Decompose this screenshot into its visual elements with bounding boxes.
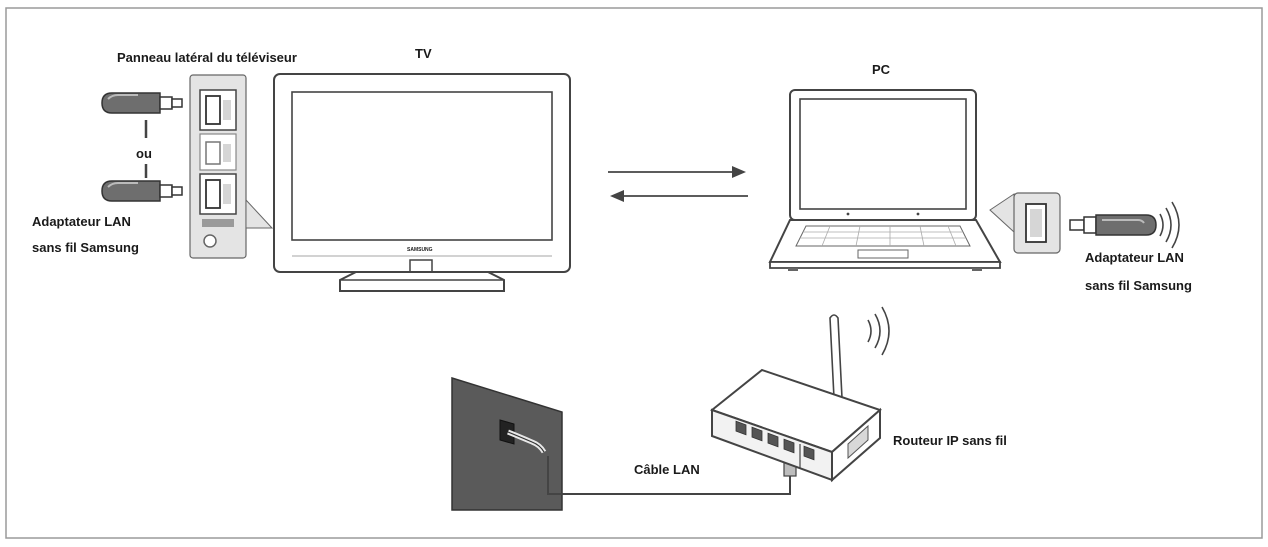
or-label: ou (136, 146, 152, 161)
lan-cable (547, 456, 791, 495)
usb-port-bottom (199, 173, 237, 215)
tv-icon: SAMSUNG (273, 73, 571, 292)
wall-outlet (451, 376, 563, 511)
arrow-right-head (732, 166, 746, 178)
usb-port-top (199, 89, 237, 131)
router-label: Routeur IP sans fil (893, 433, 1007, 448)
pc-label: PC (872, 62, 891, 77)
tv-adapter-label-line1: Adaptateur LAN (32, 214, 131, 229)
tv-side-panel (189, 74, 274, 259)
usb-dongle-bottom (101, 180, 183, 202)
tv-brand-logo: SAMSUNG (407, 247, 433, 253)
usb-dongle-top (101, 92, 183, 114)
tv-adapter-label-line2: sans fil Samsung (32, 240, 139, 255)
laptop-icon (768, 89, 1002, 271)
router-icon (709, 314, 882, 483)
lan-cable-label: Câble LAN (634, 462, 700, 477)
bidirectional-arrows (608, 166, 748, 202)
pc-adapter-label-line2: sans fil Samsung (1085, 278, 1192, 293)
wireless-signal-icon-pc (1159, 201, 1180, 249)
hdmi-port (199, 133, 237, 171)
side-panel-label: Panneau latéral du téléviseur (117, 50, 297, 65)
laptop-usb-port (989, 192, 1061, 254)
arrow-left-head (610, 190, 624, 202)
usb-dongle-pc (1069, 214, 1157, 236)
wireless-signal-icon-router (867, 306, 890, 356)
pc-adapter-label-line1: Adaptateur LAN (1085, 250, 1184, 265)
tv-label: TV (415, 46, 432, 61)
